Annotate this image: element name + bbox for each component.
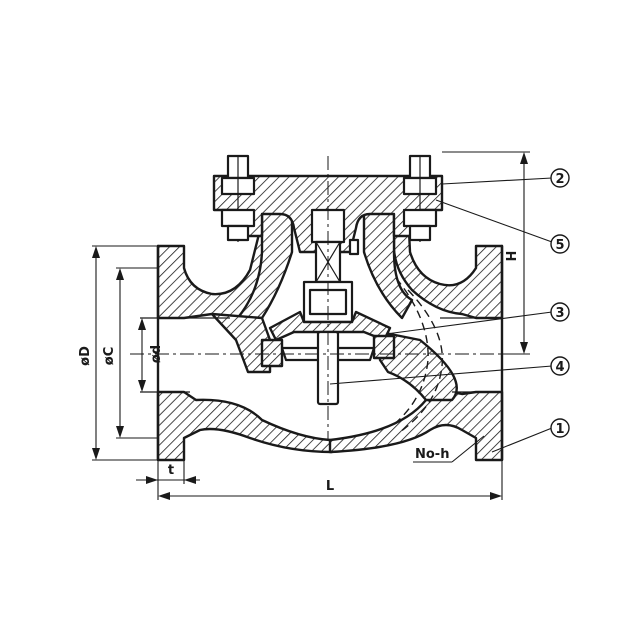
label-bore: ød [149,345,164,363]
label-flange-thickness: t [168,463,174,478]
stem-assembly [260,208,396,406]
label-length: L [326,479,334,494]
valve-body [156,208,504,462]
label-bolt-circle: øC [102,347,117,365]
flange-faces [140,244,504,462]
callout-4: 4 [555,360,564,375]
label-bolt-holes: No-h [415,447,449,462]
centerlines [130,156,520,440]
hidden-lines [391,277,444,433]
callout-2: 2 [555,172,564,187]
label-outer-diameter: øD [78,346,93,366]
cover-bolts [220,154,438,242]
label-height: H [505,251,520,262]
dimension-lines [92,151,530,500]
dimension-labels: øD øC ød t L H No-h [78,251,520,494]
callouts: 2 5 3 4 1 [329,168,570,453]
callout-3: 3 [555,306,564,321]
callout-5: 5 [555,238,564,253]
callout-1: 1 [555,422,564,437]
